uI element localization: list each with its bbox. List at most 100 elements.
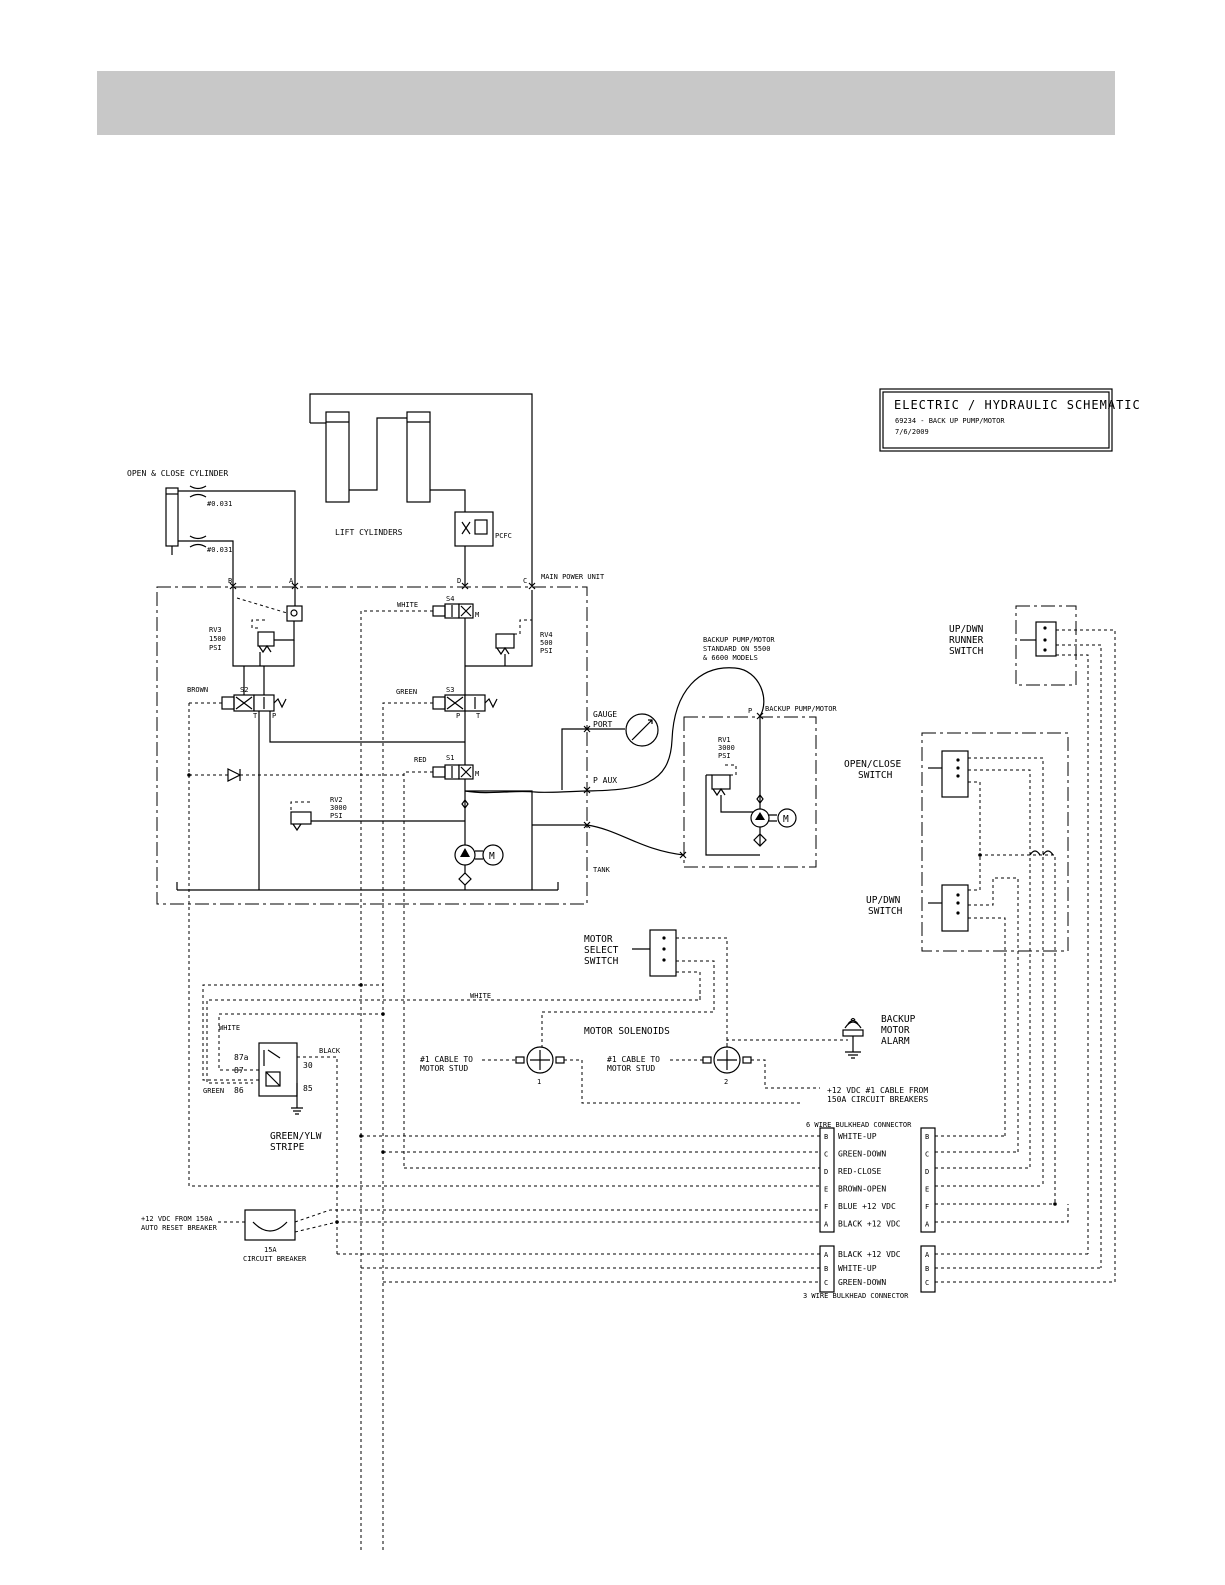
white-wire-label-2: WHITE [470, 992, 491, 1000]
cable2-label-2: MOTOR STUD [607, 1064, 655, 1073]
p-aux-label: P AUX [593, 776, 617, 785]
runner-switch[interactable]: UP/DWN RUNNER SWITCH [949, 605, 1116, 1282]
rv3-unit: PSI [209, 644, 222, 652]
relay-86: 86 [234, 1086, 244, 1095]
wiring-harness [188, 703, 1115, 1283]
main-power-unit-label: MAIN POWER UNIT [541, 573, 605, 581]
connector-pin-left: E [824, 1186, 828, 1194]
cable1-label-1: #1 CABLE TO [420, 1055, 473, 1064]
motor-select-switch[interactable]: MOTOR SELECT SWITCH WHITE [206, 929, 728, 1084]
port-d: D [457, 577, 461, 585]
rv3-label: RV3 [209, 626, 222, 634]
connector-pin-right: C [925, 1279, 929, 1287]
green-label: GREEN [396, 688, 417, 696]
backup-motor-m-label: M [783, 814, 789, 825]
runner-label-1: UP/DWN [949, 624, 984, 635]
svg-text:T: T [253, 712, 258, 720]
circuit-breaker: +12 VDC FROM 150A AUTO RESET BREAKER 15A… [141, 1209, 820, 1263]
connector-wire-label: GREEN-DOWN [838, 1150, 886, 1159]
open-close-switch-label-1: OPEN/CLOSE [844, 759, 901, 770]
backup-label-3: & 6600 MODELS [703, 654, 758, 662]
backup-label-2: STANDARD ON 5500 [703, 645, 770, 653]
gauge-port-label-1: GAUGE [593, 710, 617, 719]
breaker-input-label-1: +12 VDC FROM 150A [141, 1215, 213, 1223]
orifice-label-1: #0.031 [207, 500, 232, 508]
relay: 87a 87 86 30 85 WHITE GREEN BLACK GREEN/… [202, 984, 383, 1254]
connector-wire-label: BROWN-OPEN [838, 1185, 886, 1194]
pressure-gauge [625, 713, 659, 747]
up-down-switch[interactable] [941, 884, 969, 932]
runner-label-3: SWITCH [949, 646, 984, 657]
breaker-label-1: 15A [264, 1246, 277, 1254]
backup-label-1: BACKUP PUMP/MOTOR [703, 636, 775, 644]
rv1-value: 3000 [718, 744, 735, 752]
svg-text:T: T [476, 712, 481, 720]
open-close-switch-label-2: SWITCH [858, 770, 893, 781]
connector-pin-left: F [824, 1203, 828, 1211]
white-wire-label-3: WHITE [219, 1024, 240, 1032]
rv1-unit: PSI [718, 752, 731, 760]
open-close-cylinder-label: OPEN & CLOSE CYLINDER [127, 469, 228, 478]
solenoid-1-label: 1 [537, 1078, 541, 1086]
connector-pin-right: A [925, 1221, 930, 1229]
header-bar [97, 71, 1115, 135]
plus12-label-1: +12 VDC #1 CABLE FROM [827, 1086, 928, 1095]
connector-pin-left: A [824, 1221, 829, 1229]
alarm-label-1: BACKUP [881, 1014, 916, 1025]
runner-label-2: RUNNER [949, 635, 984, 646]
cable1-label-2: MOTOR STUD [420, 1064, 468, 1073]
open-close-cylinder: OPEN & CLOSE CYLINDER #0.031 #0.031 [127, 469, 296, 606]
rv2-unit: PSI [330, 812, 343, 820]
port-b: B [228, 577, 232, 585]
up-down-switch-label-1: UP/DWN [866, 895, 901, 906]
connector-pin-left: D [824, 1168, 828, 1176]
p-port-label: P [748, 707, 752, 715]
connector-pin-left: C [824, 1279, 828, 1287]
bulkhead6-label: 6 WIRE BULKHEAD CONNECTOR [806, 1121, 912, 1129]
white-label: WHITE [397, 601, 418, 609]
rv3-value: 1500 [209, 635, 226, 643]
connector-wire-label: GREEN-DOWN [838, 1278, 886, 1287]
date-text: 7/6/2009 [895, 428, 929, 436]
brown-label: BROWN [187, 686, 208, 694]
connector-pin-left: C [824, 1151, 828, 1159]
green-wire-label-2: GREEN [203, 1087, 224, 1095]
svg-text:P: P [456, 712, 460, 720]
connector-wire-label: BLACK +12 VDC [838, 1220, 901, 1229]
backup-alarm: BACKUP MOTOR ALARM [842, 1014, 916, 1059]
bulkhead3-label: 3 WIRE BULKHEAD CONNECTOR [803, 1292, 909, 1300]
red-label: RED [414, 756, 427, 764]
black-wire-label: BLACK [319, 1047, 341, 1055]
connector-pin-left: B [824, 1133, 828, 1141]
orifice-label-2: #0.031 [207, 546, 232, 554]
svg-text:M: M [475, 611, 479, 619]
connector-pin-right: B [925, 1133, 929, 1141]
alarm-label-2: MOTOR [881, 1025, 910, 1036]
title-text: ELECTRIC / HYDRAULIC SCHEMATIC [894, 398, 1141, 412]
cable2-label-1: #1 CABLE TO [607, 1055, 660, 1064]
port-c: C [523, 577, 527, 585]
connector-pin-left: B [824, 1265, 828, 1273]
connector-wire-label: BLACK +12 VDC [838, 1250, 901, 1259]
relay-87a: 87a [234, 1053, 249, 1062]
svg-text:M: M [475, 770, 479, 778]
rv1-label: RV1 [718, 736, 731, 744]
port-a: A [289, 577, 294, 585]
breaker-input-label-2: AUTO RESET BREAKER [141, 1224, 218, 1232]
motor-select-label-1: MOTOR [584, 934, 613, 945]
title-block: ELECTRIC / HYDRAULIC SCHEMATIC 69234 - B… [879, 388, 1141, 452]
rv4-label: RV4 [540, 631, 553, 639]
breaker-label-2: CIRCUIT BREAKER [243, 1255, 307, 1263]
relay-30: 30 [303, 1061, 313, 1070]
rv4-value: 500 [540, 639, 553, 647]
open-close-switch[interactable] [941, 750, 969, 798]
switch-panel: OPEN/CLOSE SWITCH UP/DWN SWITCH [844, 732, 1069, 1204]
gauge-port-label-2: PORT [593, 720, 612, 729]
part-number: 69234 - BACK UP PUMP/MOTOR [895, 417, 1005, 425]
connector-pin-right: E [925, 1186, 929, 1194]
stripe-label-1: GREEN/YLW [270, 1131, 322, 1142]
connector-wire-label: WHITE-UP [838, 1264, 877, 1273]
